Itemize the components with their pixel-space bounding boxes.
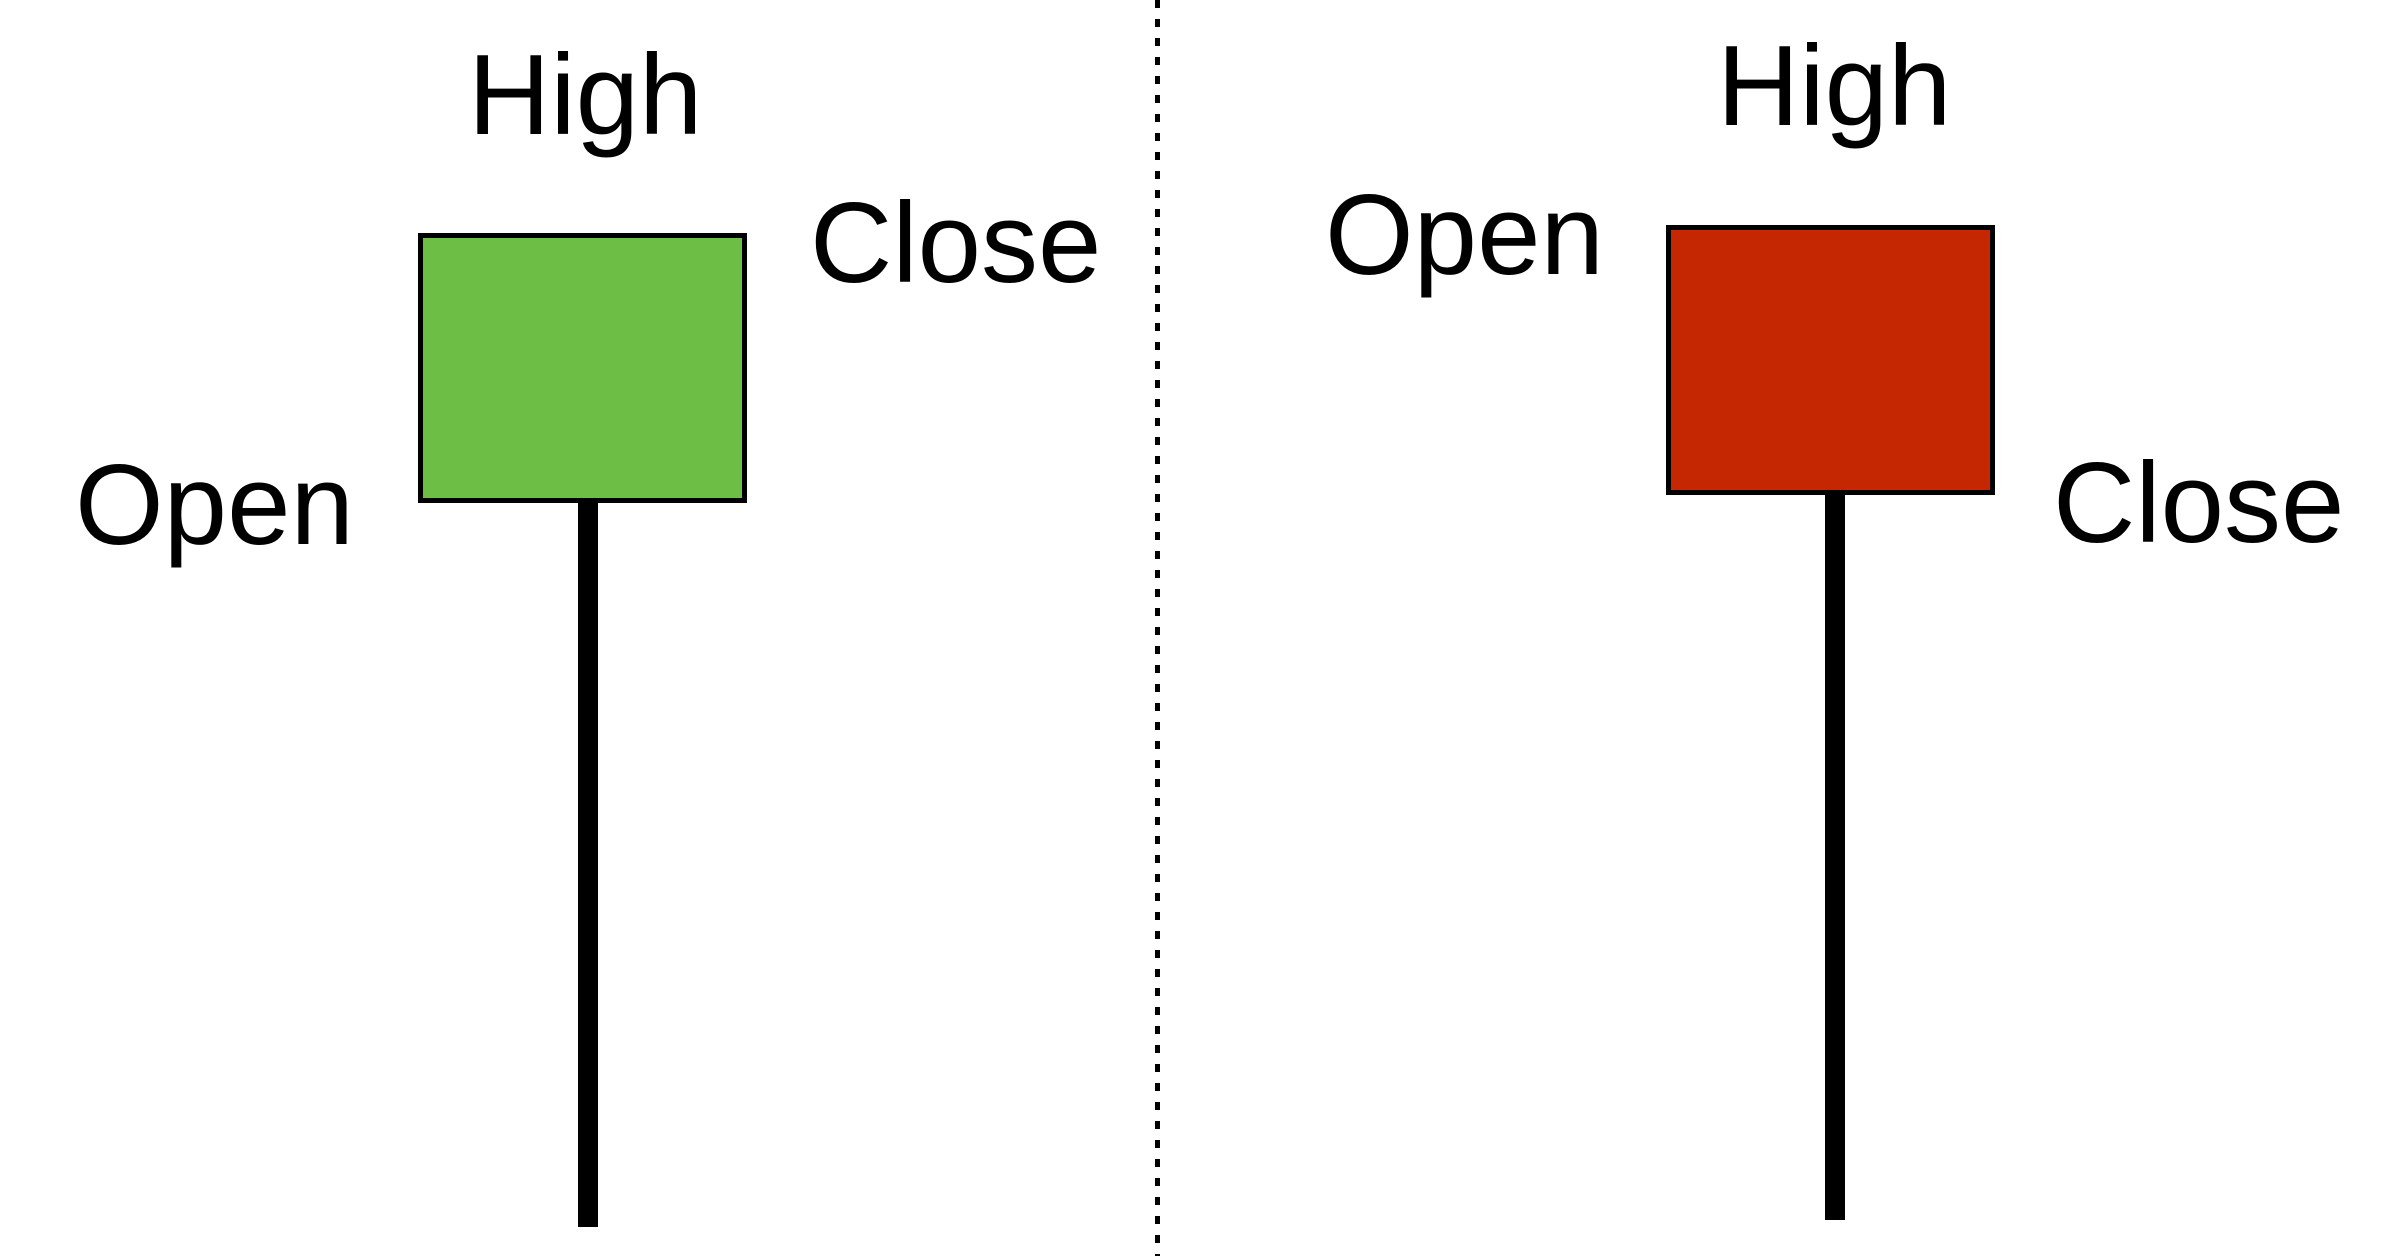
bullish-candle-wick — [578, 500, 598, 1227]
panel-divider — [1155, 0, 1160, 1256]
bullish-close-label: Close — [810, 180, 1102, 307]
bearish-close-label: Close — [2053, 440, 2345, 567]
bullish-candle-body — [418, 233, 747, 503]
bullish-open-label: Open — [75, 442, 354, 569]
bearish-candle-body — [1666, 225, 1995, 495]
bearish-open-label: Open — [1325, 172, 1604, 299]
bearish-high-label: High — [1717, 23, 1952, 150]
bearish-candle-wick — [1825, 492, 1845, 1220]
bullish-high-label: High — [468, 32, 703, 159]
